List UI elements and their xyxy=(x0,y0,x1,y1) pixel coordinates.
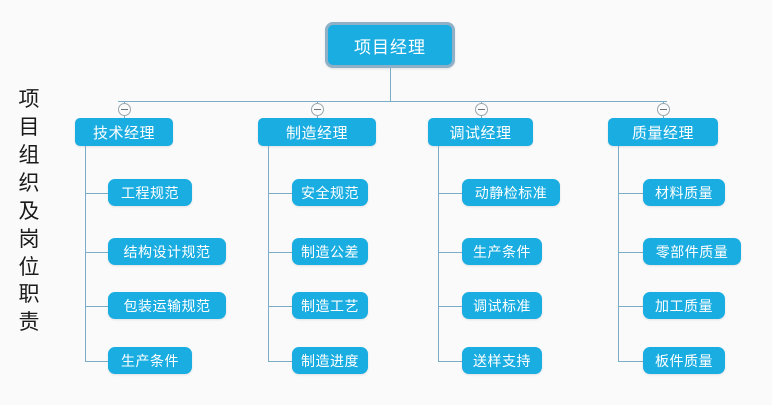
side-title-char-6: 位 xyxy=(18,254,40,279)
node-manager-1[interactable]: 制造经理 xyxy=(258,118,376,146)
connector-bus xyxy=(118,101,667,102)
side-title-char-8: 责 xyxy=(18,310,40,335)
collapse-minus-icon-0[interactable] xyxy=(118,103,131,116)
node-label: 动静检标准 xyxy=(474,185,548,202)
connector-stub-0-1 xyxy=(85,251,108,253)
node-leaf-0-3[interactable]: 生产条件 xyxy=(108,347,192,374)
node-leaf-3-1[interactable]: 零部件质量 xyxy=(643,238,741,265)
side-title-char-4: 及 xyxy=(18,198,40,223)
side-title-char-5: 岗 xyxy=(18,226,40,251)
node-label: 制造公差 xyxy=(301,244,359,261)
node-label: 项目经理 xyxy=(354,37,426,58)
side-title-char-1: 目 xyxy=(18,114,40,139)
connector-stub-2-3 xyxy=(438,360,462,362)
node-label: 工程规范 xyxy=(121,185,179,202)
connector-branch-drop-0 xyxy=(124,101,125,104)
connector-stub-2-2 xyxy=(438,305,462,307)
node-leaf-2-2[interactable]: 调试标准 xyxy=(462,292,542,319)
side-title-char-3: 织 xyxy=(18,170,40,195)
node-label: 调试标准 xyxy=(473,298,531,315)
node-root-project-manager[interactable]: 项目经理 xyxy=(325,22,455,68)
node-leaf-3-3[interactable]: 板件质量 xyxy=(643,347,725,374)
node-leaf-0-0[interactable]: 工程规范 xyxy=(108,179,192,206)
node-label: 板件质量 xyxy=(655,353,713,370)
connector-stub-3-3 xyxy=(618,360,643,362)
node-label: 生产条件 xyxy=(473,244,531,261)
node-leaf-2-1[interactable]: 生产条件 xyxy=(462,238,542,265)
node-manager-2[interactable]: 调试经理 xyxy=(428,118,533,146)
node-manager-0[interactable]: 技术经理 xyxy=(75,118,173,146)
connector-stub-2-1 xyxy=(438,251,462,253)
node-leaf-0-1[interactable]: 结构设计规范 xyxy=(108,238,226,265)
connector-stub-2-0 xyxy=(438,192,462,194)
side-title-char-2: 组 xyxy=(18,142,40,167)
connector-branch-drop-1 xyxy=(317,101,318,104)
node-label: 零部件质量 xyxy=(655,244,729,261)
connector-stub-1-1 xyxy=(268,251,292,253)
node-label: 调试经理 xyxy=(449,123,512,142)
node-label: 结构设计规范 xyxy=(123,244,211,261)
connector-stub-1-0 xyxy=(268,192,292,194)
connector-stub-1-2 xyxy=(268,305,292,307)
node-label: 制造工艺 xyxy=(301,298,359,315)
connector-spine-0 xyxy=(85,146,86,361)
connector-stub-3-1 xyxy=(618,251,643,253)
side-title-char-7: 职 xyxy=(18,282,40,307)
connector-spine-3 xyxy=(618,146,619,361)
chart-side-title: 项目组织及岗位职责 xyxy=(12,86,46,376)
node-label: 安全规范 xyxy=(301,185,359,202)
connector-toggle-stem-0 xyxy=(124,116,125,118)
connector-spine-2 xyxy=(438,146,439,361)
node-leaf-1-1[interactable]: 制造公差 xyxy=(292,238,368,265)
node-manager-3[interactable]: 质量经理 xyxy=(608,118,718,146)
node-label: 质量经理 xyxy=(631,123,694,142)
node-label: 包装运输规范 xyxy=(123,298,211,315)
connector-branch-drop-2 xyxy=(480,101,482,104)
side-title-char-0: 项 xyxy=(18,87,40,111)
connector-root-stem xyxy=(390,68,391,101)
node-label: 生产条件 xyxy=(121,353,179,370)
collapse-minus-icon-3[interactable] xyxy=(657,103,670,116)
node-label: 制造进度 xyxy=(301,353,359,370)
node-label: 加工质量 xyxy=(655,298,713,315)
connector-toggle-stem-3 xyxy=(663,116,664,118)
connector-stub-1-3 xyxy=(268,360,292,362)
connector-stub-0-0 xyxy=(85,192,108,194)
node-leaf-2-0[interactable]: 动静检标准 xyxy=(462,179,560,206)
connector-branch-drop-3 xyxy=(663,101,664,104)
connector-spine-1 xyxy=(268,146,269,361)
connector-stub-0-3 xyxy=(85,360,108,362)
node-leaf-1-0[interactable]: 安全规范 xyxy=(292,179,368,206)
node-label: 技术经理 xyxy=(92,123,155,142)
node-leaf-3-2[interactable]: 加工质量 xyxy=(643,292,725,319)
node-leaf-3-0[interactable]: 材料质量 xyxy=(643,179,725,206)
node-leaf-1-2[interactable]: 制造工艺 xyxy=(292,292,368,319)
connector-toggle-stem-2 xyxy=(480,116,482,118)
collapse-minus-icon-2[interactable] xyxy=(474,103,488,116)
connector-stub-3-0 xyxy=(618,192,643,194)
connector-toggle-stem-1 xyxy=(317,116,318,118)
node-label: 送样支持 xyxy=(473,353,531,370)
connector-stub-0-2 xyxy=(85,305,108,307)
connector-stub-3-2 xyxy=(618,305,643,307)
node-leaf-1-3[interactable]: 制造进度 xyxy=(292,347,368,374)
node-label: 材料质量 xyxy=(655,185,713,202)
collapse-minus-icon-1[interactable] xyxy=(311,103,324,116)
node-leaf-2-3[interactable]: 送样支持 xyxy=(462,347,542,374)
node-leaf-0-2[interactable]: 包装运输规范 xyxy=(108,292,226,319)
node-label: 制造经理 xyxy=(285,123,348,142)
